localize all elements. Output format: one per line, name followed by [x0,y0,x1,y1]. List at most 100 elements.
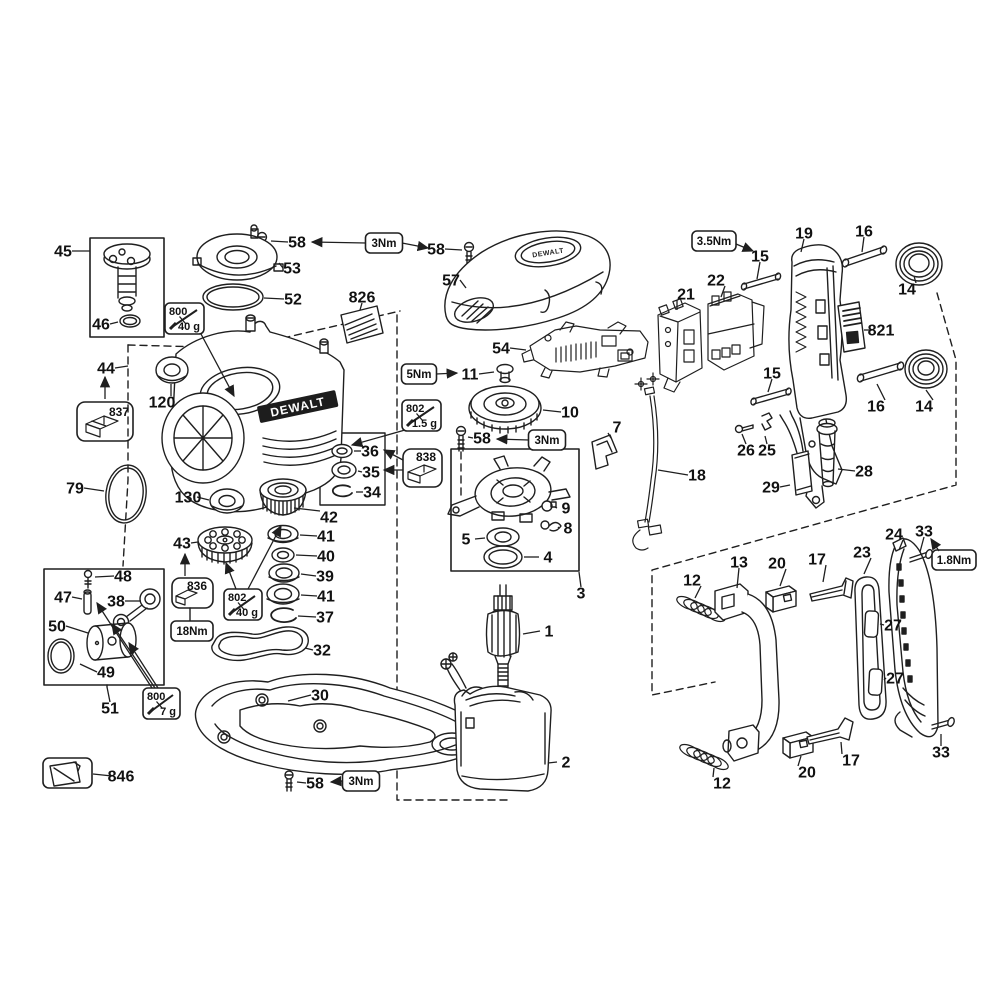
svg-text:1.5 g: 1.5 g [412,418,437,430]
part-callout-45: 45 [54,244,72,261]
part-45-spindle [103,243,151,328]
part-callout-49: 49 [97,665,115,682]
part-8-brush-with-lead [540,520,562,532]
part-17-lever-top [809,577,854,602]
accessory-box-837: 837 [76,401,134,442]
leader-line-10 [542,409,562,413]
leader-line-29 [779,484,791,488]
part-callout-44: 44 [97,361,115,378]
svg-text:3Nm: 3Nm [535,435,560,447]
part-callout-33: 33 [932,745,950,762]
badge-brand-text: DEWALT [532,247,565,259]
leader-line-14 [925,389,934,401]
part-callout-12: 12 [683,573,701,590]
part-callout-17: 17 [842,753,860,770]
part-callout-20: 20 [798,765,816,782]
part-10-fan [468,385,542,434]
part-26-screw [734,424,754,434]
torque-note-3Nm: 3Nm [364,232,404,254]
part-18-wire-assembly [632,372,663,551]
part-callout-24: 24 [885,527,903,544]
leader-line-58 [296,781,307,784]
leader-line-17 [822,564,827,583]
part-callout-3: 3 [577,586,586,603]
leader-line-79 [83,487,105,492]
leader-line-41 [300,594,318,597]
part-gear-housing: DEWALT [161,314,345,513]
leader-line-47 [71,596,83,600]
part-brush-holder [447,455,571,523]
leader-line-9 [554,506,558,509]
part-826-label-sticker [340,305,384,344]
part-4-ring [483,545,523,569]
part-callout-53: 53 [283,261,301,278]
leader-line-58 [444,248,463,251]
part-callout-18: 18 [688,468,706,485]
leader-line-35 [357,470,363,473]
screw-58-top-right [463,241,475,267]
leader-line-46 [109,321,119,325]
part-29-sleeve-with-wires [779,410,813,496]
leader-line-43 [190,541,199,544]
part-callout-10: 10 [561,405,579,422]
part-16-pin-lower [856,361,905,383]
part-callout-38: 38 [107,594,125,611]
part-callout-17: 17 [808,552,826,569]
part-callout-7: 7 [613,420,622,437]
part-30-bottom-cover [194,673,489,775]
leader-line-27 [883,677,887,681]
leader-line-51 [106,686,111,703]
part-callout-43: 43 [173,536,191,553]
part-callout-8: 8 [564,521,573,538]
part-callout-11: 11 [462,367,479,384]
accessory-837-clip-icon [85,415,119,438]
leader-line-53 [278,262,284,269]
part-callout-19: 19 [795,226,813,243]
torque-note-3Nm: 3Nm [527,429,567,451]
part-callout-52: 52 [284,292,302,309]
part-callout-41: 41 [317,529,335,546]
leader-line-42 [293,507,321,512]
part-callout-821: 821 [868,323,895,340]
part-callout-58: 58 [288,235,306,252]
part-32-gasket [211,626,309,662]
part-callout-54: 54 [492,341,510,358]
torque-note-1.8Nm: 1.8Nm [931,549,977,571]
leader-line-13 [736,567,740,589]
leader-line-33 [919,536,925,553]
part-callout-14: 14 [915,399,933,416]
leader-line-25 [764,435,768,445]
accessory-box-836: 836 [171,577,214,609]
group-box-3 [450,448,580,572]
part-40-ring [271,547,295,563]
part-23-wire-loop [854,576,887,720]
part-39-bearing [268,563,300,583]
torque-note-5Nm: 5Nm [400,363,438,385]
svg-text:40 g: 40 g [178,321,200,333]
part-callout-25: 25 [758,443,776,460]
part-callout-35: 35 [362,465,380,482]
part-callout-40: 40 [317,549,335,566]
leader-line-17 [840,741,843,755]
part-2-motor-field [440,652,552,792]
part-callout-51: 51 [101,701,119,718]
leader-line-23 [863,557,872,575]
svg-text:18Nm: 18Nm [176,626,207,638]
leader-line-37 [297,615,317,618]
leader-line-52 [263,297,285,300]
part-20-button-top [765,585,797,613]
part-19-handle-frame [788,244,848,509]
part-50-piston [86,622,137,661]
part-41-bearing-upper [267,524,299,544]
part-1-armature [485,584,521,697]
leader-line-5 [474,537,486,540]
part-callout-39: 39 [316,569,334,586]
svg-text:838: 838 [416,450,436,464]
part-callout-15: 15 [751,249,769,266]
part-callout-79: 79 [66,481,84,498]
part-callout-826: 826 [349,290,376,307]
leader-line-40 [295,554,318,557]
part-callout-58: 58 [473,431,491,448]
